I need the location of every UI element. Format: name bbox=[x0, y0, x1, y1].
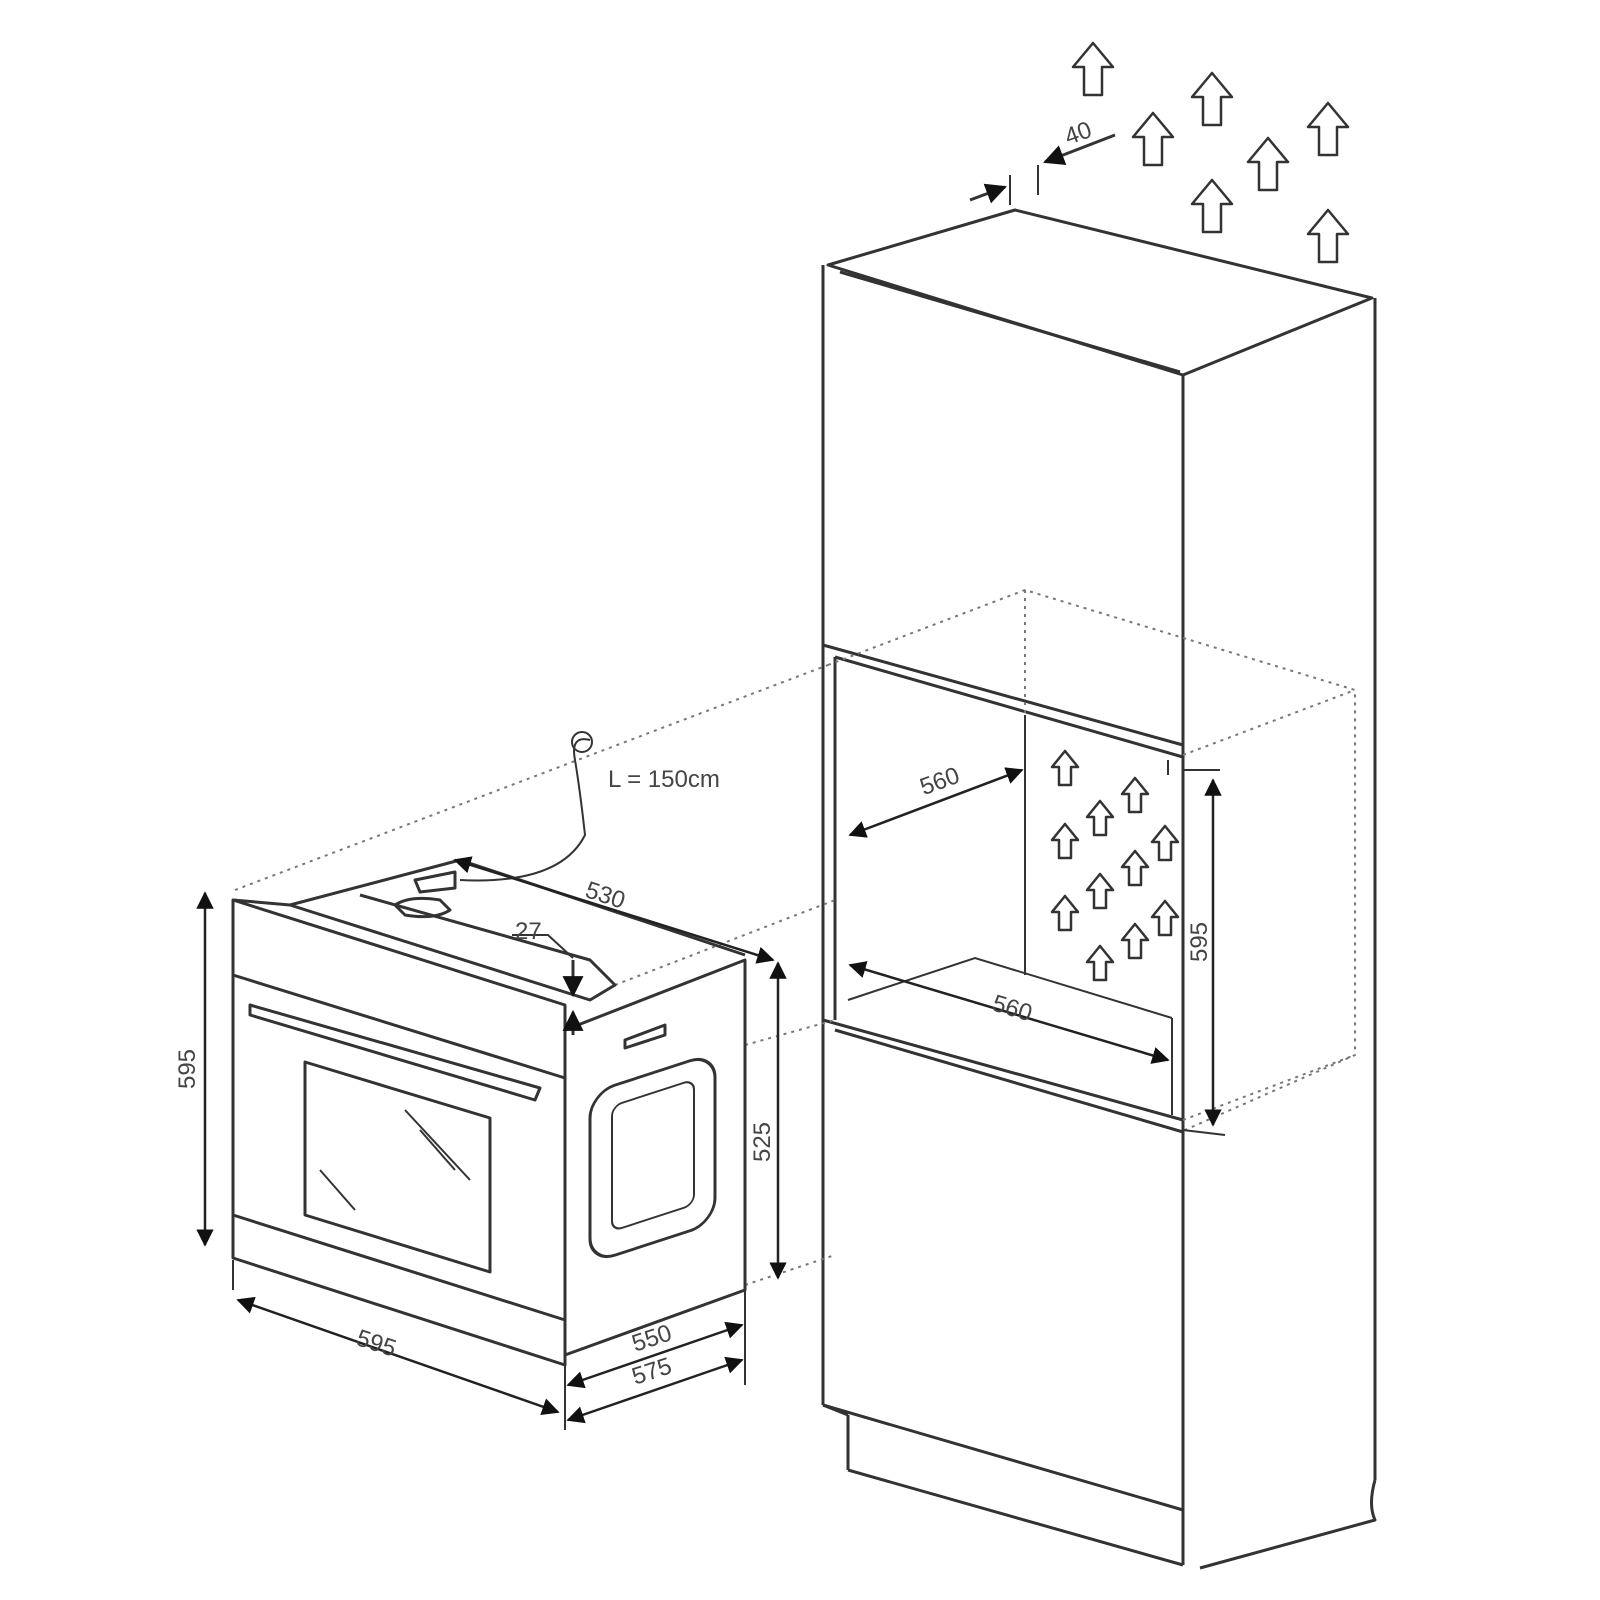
airflow-arrow-icon bbox=[1190, 71, 1234, 127]
airflow-arrow-icon bbox=[1190, 178, 1234, 234]
cable-length-label: L = 150cm bbox=[608, 766, 720, 793]
oven-front bbox=[231, 898, 567, 1367]
niche-outline-dotted bbox=[234, 588, 1356, 1286]
oven-window bbox=[303, 1060, 492, 1274]
airflow-arrows-top bbox=[1071, 41, 1350, 264]
oven-side bbox=[563, 958, 747, 1357]
tall-cabinet bbox=[821, 208, 1377, 1570]
airflow-arrow-icon bbox=[1306, 101, 1350, 157]
airflow-arrow-icon bbox=[1131, 111, 1175, 167]
panel-offset-label: 27 bbox=[515, 918, 542, 945]
niche-height-label: 595 bbox=[1186, 921, 1214, 963]
airflow-arrow-icon bbox=[1306, 208, 1350, 264]
power-plug-icon bbox=[571, 731, 593, 753]
oven bbox=[231, 731, 747, 1430]
oven-body-height-label: 525 bbox=[749, 1121, 777, 1163]
airflow-arrow-icon bbox=[1071, 41, 1115, 97]
airflow-arrow-icon bbox=[1246, 136, 1290, 192]
power-cable bbox=[459, 738, 591, 882]
dimension-lines bbox=[196, 133, 1226, 1424]
oven-handle bbox=[248, 1003, 542, 1102]
oven-height-label: 595 bbox=[174, 1048, 202, 1090]
airflow-arrows-niche bbox=[1050, 749, 1180, 982]
